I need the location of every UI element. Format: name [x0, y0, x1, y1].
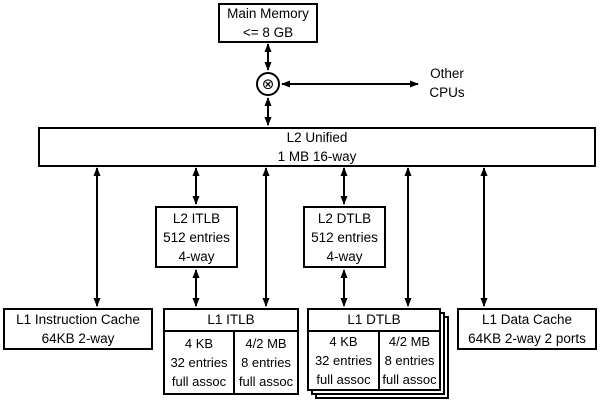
l1-dtlb-4kb-size: 4 KB — [329, 334, 358, 349]
l2-dtlb-box: L2 DTLB 512 entries 4-way — [303, 206, 386, 268]
l2-unified-box: L2 Unified 1 MB 16-way — [38, 127, 596, 167]
l1-dtlb-title: L1 DTLB — [347, 312, 401, 327]
interconnect-node: ⊗ — [256, 72, 280, 96]
other-cpus-label: Other CPUs — [420, 64, 474, 102]
l2-itlb-entries: 512 entries — [163, 229, 230, 245]
l2-unified-size: 1 MB 16-way — [277, 149, 357, 164]
l1-icache-size: 64KB 2-way — [41, 331, 115, 346]
crossbar-icon: ⊗ — [261, 74, 275, 93]
l1-itlb-box: L1 ITLB 4 KB 32 entries full assoc 4/2 M… — [163, 308, 299, 395]
l1-itlb-4kb-size: 4 KB — [184, 336, 214, 351]
l1-itlb-2mb-entries: 8 entries — [241, 355, 291, 370]
l1-itlb-2mb-size: 4/2 MB — [245, 336, 287, 351]
l2-dtlb-entries: 512 entries — [311, 229, 378, 245]
l2-dtlb-assoc: 4-way — [326, 248, 363, 264]
l1-itlb-4kb-cell: 4 KB 32 entries full assoc — [165, 330, 233, 393]
main-memory-label: Main Memory — [227, 6, 309, 21]
l1-dtlb-2mb-cell: 4/2 MB 8 entries full assoc — [378, 330, 439, 389]
main-memory-size: <= 8 GB — [242, 25, 294, 40]
l1-itlb-4kb-assoc: full assoc — [171, 374, 227, 389]
l1-dtlb-4kb-entries: 32 entries — [314, 353, 373, 368]
l1-dcache-label: L1 Data Cache — [481, 312, 573, 327]
l1-dtlb-4kb-assoc: full assoc — [316, 372, 371, 387]
other-cpus-line1: Other — [430, 66, 464, 81]
l1-data-cache-box: L1 Data Cache 64KB 2-way 2 ports — [457, 308, 597, 350]
l1-dtlb-2mb-entries: 8 entries — [384, 353, 435, 368]
l1-itlb-title: L1 ITLB — [207, 312, 255, 327]
l1-itlb-2mb-assoc: full assoc — [238, 374, 294, 389]
l1-dcache-size: 64KB 2-way 2 ports — [468, 331, 586, 346]
l2-itlb-assoc: 4-way — [178, 248, 215, 264]
main-memory-box: Main Memory <= 8 GB — [218, 3, 318, 43]
l2-dtlb-label: L2 DTLB — [317, 210, 372, 226]
l2-itlb-label: L2 ITLB — [172, 210, 221, 226]
l1-dtlb-2mb-assoc: full assoc — [382, 372, 437, 387]
l1-dtlb-2mb-size: 4/2 MB — [388, 334, 431, 349]
l2-itlb-box: L2 ITLB 512 entries 4-way — [155, 206, 238, 268]
l1-dtlb-box: L1 DTLB 4 KB 32 entries full assoc 4/2 M… — [307, 308, 441, 391]
l2-unified-label: L2 Unified — [286, 130, 348, 145]
l1-instruction-cache-box: L1 Instruction Cache 64KB 2-way — [3, 308, 153, 350]
l1-icache-label: L1 Instruction Cache — [16, 312, 140, 327]
l1-dtlb-4kb-cell: 4 KB 32 entries full assoc — [309, 330, 378, 389]
l1-itlb-4kb-entries: 32 entries — [170, 355, 228, 370]
l1-itlb-2mb-cell: 4/2 MB 8 entries full assoc — [233, 330, 297, 393]
other-cpus-line2: CPUs — [429, 85, 465, 100]
